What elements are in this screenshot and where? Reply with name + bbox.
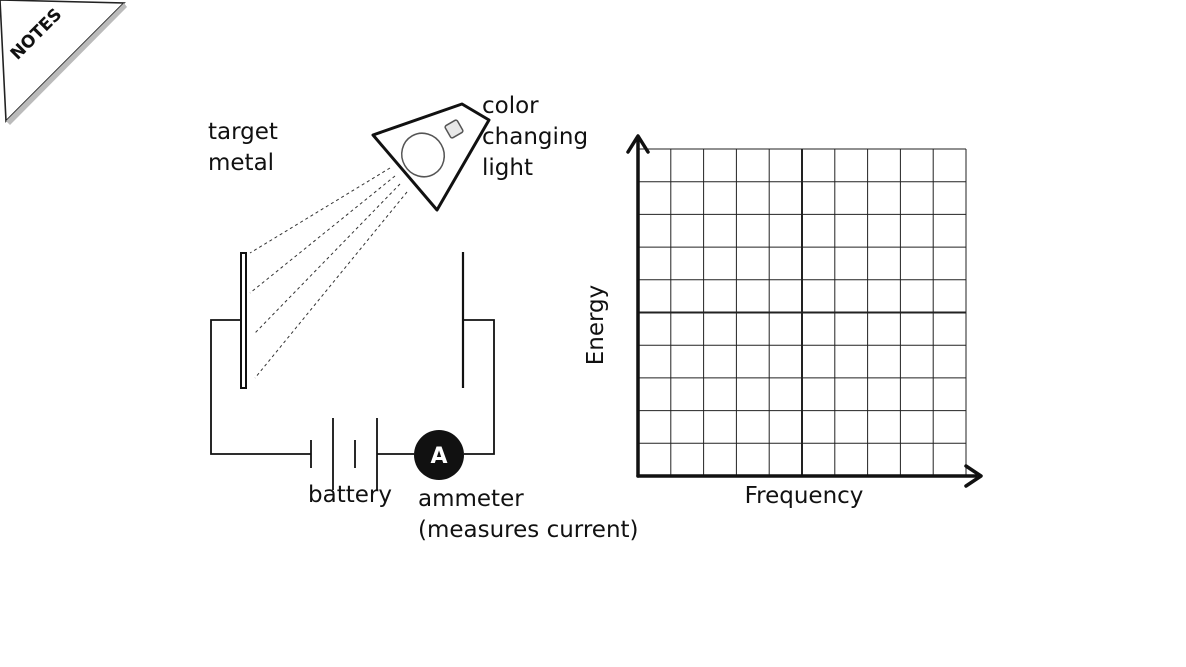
battery-label: battery: [308, 482, 392, 508]
x-axis-label: Frequency: [745, 483, 864, 509]
y-axis-arrow: [626, 134, 650, 478]
ammeter-label: ammeter (measures current): [418, 486, 639, 543]
y-axis-label: Energy: [583, 285, 609, 366]
target-metal-label: target metal: [208, 119, 278, 176]
energy-frequency-graph: Energy Frequency: [583, 134, 983, 509]
circuit-wires: [210, 319, 495, 455]
ammeter-letter: A: [430, 444, 447, 469]
battery-symbol: [310, 418, 378, 490]
light-rays: [249, 167, 408, 379]
notes-corner-tab: NOTES: [0, 0, 127, 125]
ammeter-symbol: A: [414, 430, 464, 480]
graph-grid: [638, 148, 967, 476]
x-axis-arrow: [636, 464, 983, 488]
light-label: color changing light: [482, 93, 589, 181]
light-bulb-icon: [400, 119, 464, 178]
target-metal-plate: [240, 252, 247, 389]
light-source: [371, 102, 491, 212]
